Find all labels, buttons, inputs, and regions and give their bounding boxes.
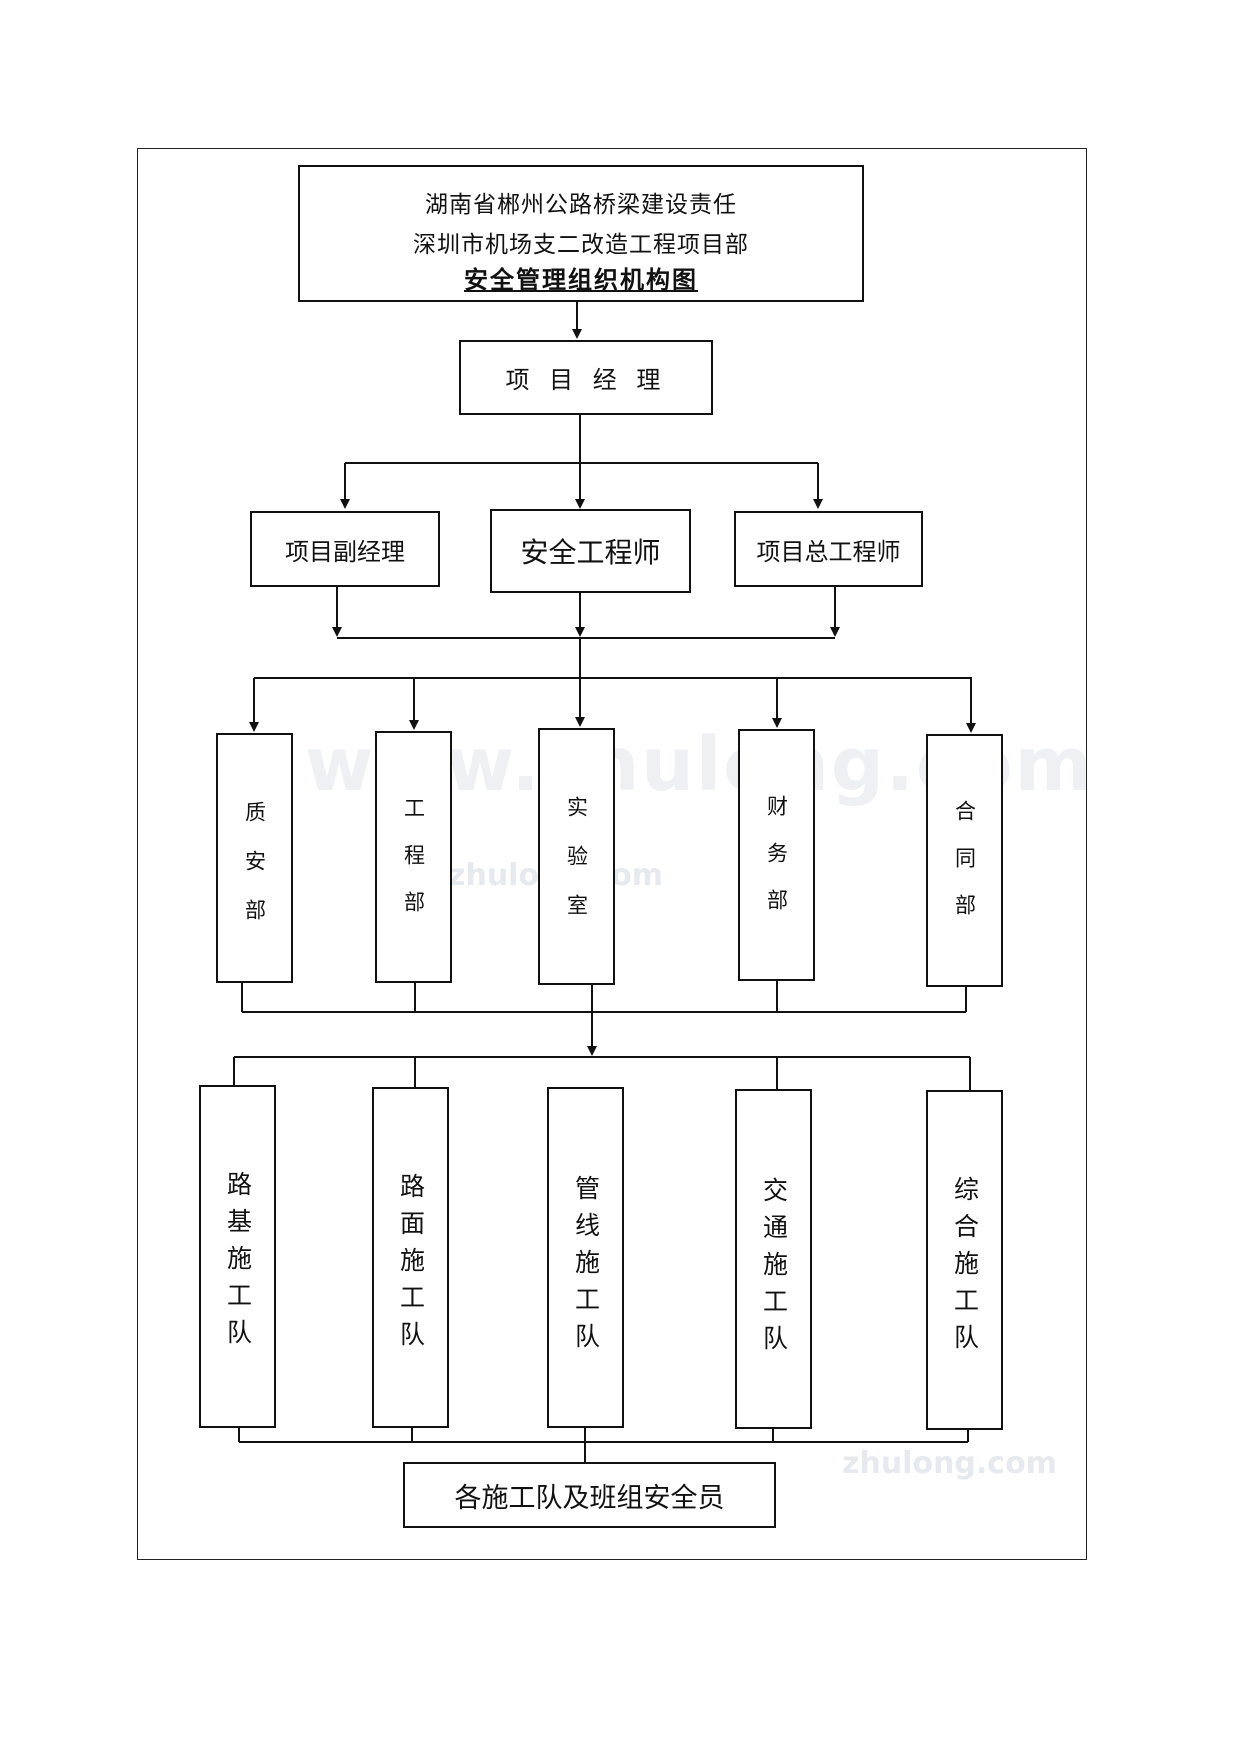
- team-roadbed-label: 路基施工队: [223, 1171, 253, 1356]
- team-traffic-label: 交通施工队: [759, 1177, 789, 1362]
- team-general-box: 综合施工队: [926, 1090, 1003, 1430]
- dept-quality-safety-box: 质安部: [216, 733, 293, 983]
- team-pipeline-box: 管线施工队: [547, 1087, 624, 1428]
- project-manager-box: 项 目 经 理: [459, 340, 713, 415]
- dept-quality-safety-label: 质安部: [242, 801, 267, 948]
- title-line-1: 湖南省郴州公路桥梁建设责任: [425, 192, 737, 218]
- outer-frame: [137, 148, 1087, 1560]
- dept-engineering-box: 工程部: [375, 731, 452, 983]
- safety-engineer-box: 安全工程师: [490, 509, 691, 593]
- dept-laboratory-box: 实验室: [538, 728, 615, 985]
- team-general-label: 综合施工队: [950, 1176, 980, 1361]
- team-pavement-box: 路面施工队: [372, 1087, 449, 1428]
- chart-title: 安全管理组织机构图: [464, 265, 698, 294]
- title-box: 湖南省郴州公路桥梁建设责任 深圳市机场支二改造工程项目部 安全管理组织机构图: [298, 165, 864, 302]
- team-safety-officers-label: 各施工队及班组安全员: [454, 1482, 725, 1514]
- team-roadbed-box: 路基施工队: [199, 1085, 276, 1428]
- safety-engineer-label: 安全工程师: [520, 536, 661, 569]
- chief-engineer-box: 项目总工程师: [734, 511, 923, 587]
- deputy-manager-box: 项目副经理: [250, 511, 440, 587]
- dept-laboratory-label: 实验室: [564, 796, 589, 943]
- project-manager-label: 项 目 经 理: [505, 366, 667, 394]
- deputy-manager-label: 项目副经理: [285, 537, 405, 566]
- team-safety-officers-box: 各施工队及班组安全员: [403, 1462, 776, 1528]
- team-pavement-label: 路面施工队: [396, 1173, 426, 1358]
- dept-finance-box: 财务部: [738, 729, 815, 981]
- dept-contract-box: 合同部: [926, 734, 1003, 987]
- title-line-2: 深圳市机场支二改造工程项目部: [413, 232, 749, 258]
- team-pipeline-label: 管线施工队: [571, 1175, 601, 1360]
- chief-engineer-label: 项目总工程师: [756, 537, 901, 566]
- dept-finance-label: 财务部: [764, 795, 789, 936]
- dept-engineering-label: 工程部: [401, 797, 426, 938]
- dept-contract-label: 合同部: [952, 800, 977, 941]
- team-traffic-box: 交通施工队: [735, 1089, 812, 1429]
